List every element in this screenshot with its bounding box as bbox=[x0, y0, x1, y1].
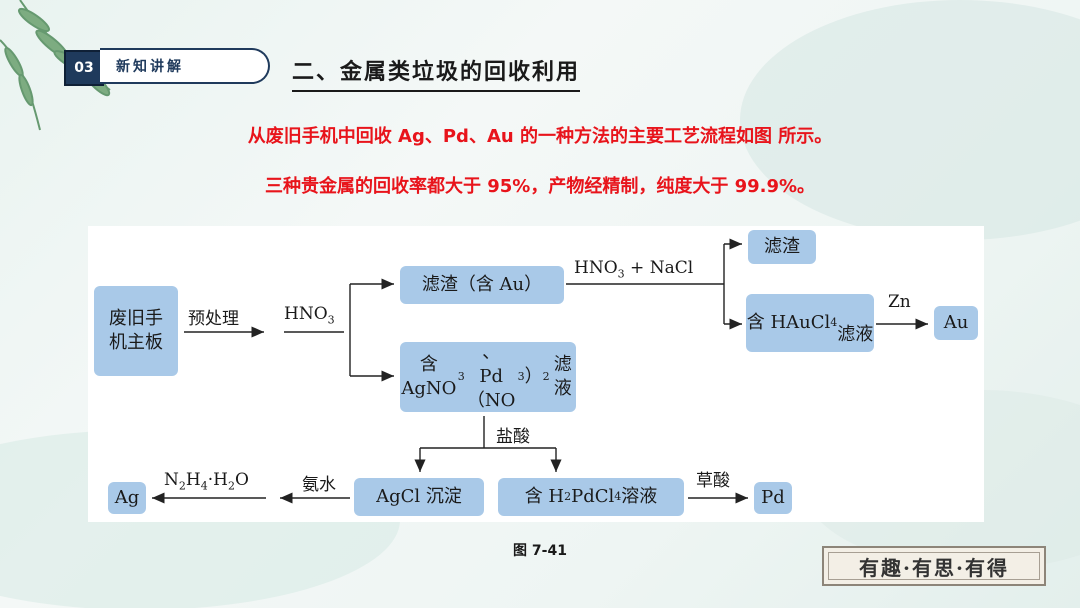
box-product-au: Au bbox=[934, 306, 978, 340]
intro-line-1: 从废旧手机中回收 Ag、Pd、Au 的一种方法的主要工艺流程如图 所示。 bbox=[0, 122, 1080, 148]
box-product-pd: Pd bbox=[754, 482, 792, 514]
label-oxalic: 草酸 bbox=[696, 466, 730, 491]
label-aqua-regia: HNO3 + NaCl bbox=[574, 258, 693, 280]
box-residue-2: 滤渣 bbox=[748, 230, 816, 264]
label-hydrazine: N2H4·H2O bbox=[164, 470, 249, 492]
box-start: 废旧手机主板 bbox=[94, 286, 178, 376]
box-residue-au: 滤渣（含 Au） bbox=[400, 266, 564, 304]
intro-line-2: 三种贵金属的回收率都大于 95%，产物经精制，纯度大于 99.9%。 bbox=[0, 172, 1080, 198]
box-product-ag: Ag bbox=[108, 482, 146, 514]
box-agcl: AgCl 沉淀 bbox=[354, 478, 484, 516]
label-hcl: 盐酸 bbox=[496, 422, 530, 447]
label-pretreat: 预处理 bbox=[188, 304, 239, 329]
slogan-stamp: 有趣·有思·有得 bbox=[822, 546, 1046, 586]
label-ammonia: 氨水 bbox=[302, 470, 336, 495]
section-tag: 新知讲解 bbox=[100, 48, 270, 84]
section-number-badge: 03 bbox=[64, 50, 104, 86]
page-title: 二、金属类垃圾的回收利用 bbox=[292, 54, 580, 92]
label-zn: Zn bbox=[888, 292, 911, 312]
label-hno3: HNO3 bbox=[284, 304, 335, 326]
